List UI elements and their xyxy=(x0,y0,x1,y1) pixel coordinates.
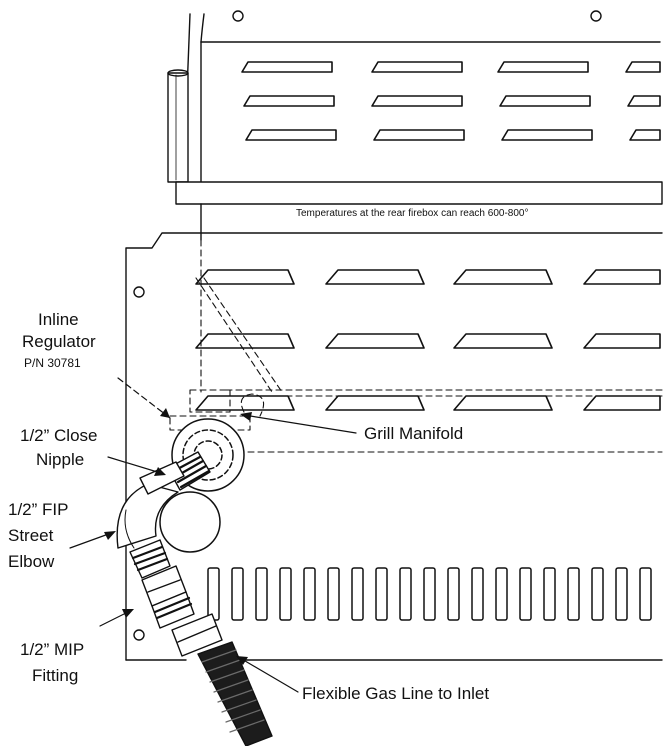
flexible-gas-line-label: Flexible Gas Line to Inlet xyxy=(302,684,490,703)
inline-regulator-label: Inline xyxy=(38,310,79,329)
lower-vent-slots xyxy=(195,269,661,411)
hidden-lines xyxy=(169,239,663,453)
street-elbow xyxy=(116,461,185,549)
lower-panel xyxy=(125,232,663,661)
mip-fitting xyxy=(129,539,223,657)
callout-lines xyxy=(69,377,357,693)
firebox-temperature-warning: Temperatures at the rear firebox can rea… xyxy=(296,208,529,219)
inline-regulator-label-line2: Regulator xyxy=(22,332,96,351)
flexible-gas-line xyxy=(197,641,273,746)
mip-fitting-label-line2: Fitting xyxy=(32,666,79,685)
street-elbow-label-line3: Elbow xyxy=(8,552,55,571)
vertical-bottom-vents xyxy=(207,567,652,621)
mip-fitting-label: 1/2” MIP xyxy=(20,640,85,659)
upper-firebox xyxy=(167,10,663,241)
inline-regulator-part-number: P/N 30781 xyxy=(24,356,81,370)
street-elbow-label-line2: Street xyxy=(8,526,54,545)
inline-regulator xyxy=(159,418,245,553)
street-elbow-label: 1/2” FIP xyxy=(8,500,69,519)
upper-vent-slots xyxy=(241,61,661,141)
close-nipple xyxy=(167,451,211,491)
close-nipple-label: 1/2” Close xyxy=(20,426,98,445)
close-nipple-label-line2: Nipple xyxy=(36,450,85,469)
grill-manifold-label: Grill Manifold xyxy=(364,424,464,443)
